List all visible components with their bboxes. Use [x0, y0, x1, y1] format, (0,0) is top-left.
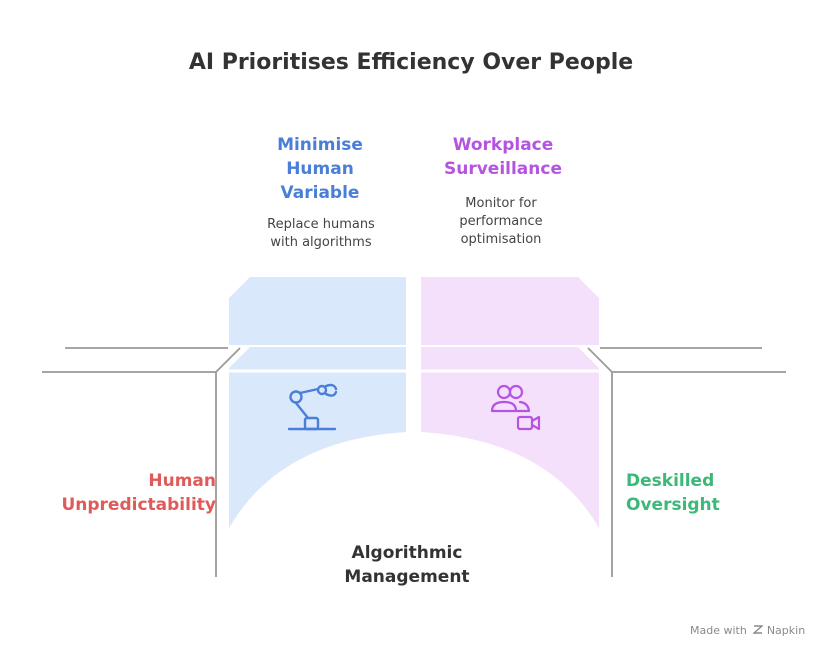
left-pillar-desc-line-2: with algorithms — [270, 235, 372, 250]
right-pillar-title: Workplace Surveillance — [422, 133, 584, 181]
left-pillar-desc-line-1: Replace humans — [267, 217, 375, 232]
bottom-label: Algorithmic Management — [307, 541, 507, 589]
left-side-label-line-2: Unpredictability — [61, 495, 216, 515]
right-pillar-description: Monitor for performance optimisation — [430, 195, 572, 249]
right-pillar-title-line-1: Workplace — [452, 135, 554, 155]
left-pillar-top-block — [229, 277, 406, 345]
left-pillar-title-line-3: Variable — [280, 183, 360, 203]
right-pillar-base — [421, 347, 599, 528]
credit-made-with: Made with — [690, 624, 747, 637]
left-pillar-title: Minimise Human Variable — [250, 133, 390, 205]
left-pillar — [229, 277, 406, 528]
napkin-logo-icon — [752, 624, 765, 637]
left-pillar-title-line-2: Human — [286, 159, 354, 179]
right-bracket — [587, 347, 613, 373]
right-pillar-title-line-2: Surveillance — [443, 159, 562, 179]
left-pillar-description: Replace humans with algorithms — [240, 216, 402, 252]
bottom-label-line-1: Algorithmic — [351, 543, 463, 563]
left-bracket — [215, 347, 241, 373]
connector-lines — [42, 347, 786, 577]
left-side-label-line-1: Human — [148, 471, 216, 491]
right-pillar-top-block — [421, 277, 599, 345]
right-side-label-line-1: Deskilled — [626, 471, 715, 491]
right-pillar — [421, 277, 599, 528]
bottom-label-line-2: Management — [344, 567, 470, 587]
right-pillar-desc-line-3: optimisation — [460, 232, 542, 247]
left-pillar-base — [229, 347, 406, 528]
right-side-label: Deskilled Oversight — [626, 469, 796, 517]
credit-brand: Napkin — [766, 624, 806, 637]
right-side-label-line-2: Oversight — [626, 495, 720, 515]
left-side-label: Human Unpredictability — [18, 469, 216, 517]
napkin-credit[interactable]: Made with Napkin — [690, 624, 805, 637]
left-pillar-title-line-1: Minimise — [277, 135, 363, 155]
right-pillar-desc-line-1: Monitor for — [465, 196, 537, 211]
robot-arm-icon — [287, 383, 338, 431]
right-pillar-desc-line-2: performance — [459, 214, 543, 229]
page-title: AI Prioritises Efficiency Over People — [188, 50, 634, 75]
users-camera-icon — [490, 384, 541, 431]
